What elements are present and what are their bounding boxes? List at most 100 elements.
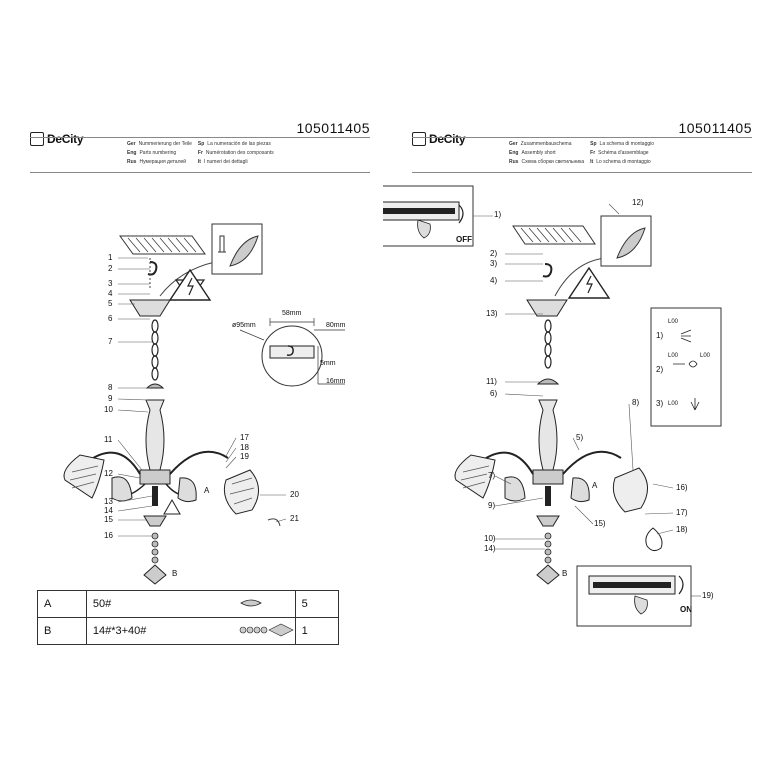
glass-shade <box>223 469 259 515</box>
callout-15: 15) <box>594 519 606 528</box>
callout-8: 8) <box>632 398 640 407</box>
mounting-hook-icon <box>286 345 294 356</box>
wire-label: L00 <box>668 319 679 325</box>
header-bottom-rule <box>30 172 370 173</box>
lamp-arm-left <box>482 451 534 475</box>
chain <box>544 319 552 369</box>
callout-12: 12 <box>104 469 113 478</box>
logo-mark-icon <box>412 132 426 146</box>
callout-2: 2 <box>108 264 113 273</box>
ceiling-hatch-icon <box>512 225 596 245</box>
callout-16: 16 <box>104 531 113 540</box>
callout-11: 11 <box>104 435 113 444</box>
callout-3: 3) <box>490 259 498 268</box>
crystal-chain-icon <box>232 617 296 645</box>
brand-name: DeCity <box>47 132 84 146</box>
dim-width-80: 80mm <box>326 322 346 329</box>
lamp-arm-left <box>89 451 141 475</box>
ceiling-hatch-icon <box>119 235 206 255</box>
callout-7: 7) <box>488 471 496 480</box>
off-label: OFF <box>456 235 472 244</box>
canopy <box>129 299 171 317</box>
glass-shade <box>63 454 105 499</box>
callout-5: 5 <box>108 299 113 308</box>
document-number: 105011405 <box>678 120 752 136</box>
hand-icon <box>634 595 648 615</box>
glass-shade <box>612 467 648 513</box>
part-code: B <box>37 617 87 645</box>
callout-9: 9 <box>108 394 113 403</box>
callout-16: 16) <box>676 483 688 492</box>
callout-14: 14) <box>484 544 496 553</box>
callout-17: 17) <box>676 508 688 517</box>
callout-13: 13) <box>486 309 498 318</box>
glass-shade <box>111 476 133 502</box>
glass-shade <box>177 477 197 503</box>
part-code: A <box>37 590 87 618</box>
header-bottom-rule <box>412 172 752 173</box>
callout-8: 8 <box>108 383 113 392</box>
header-rule <box>412 137 752 138</box>
leaf-connector-icon <box>616 227 646 259</box>
screwdriver-icon <box>218 235 226 253</box>
chain <box>151 319 159 381</box>
callout-19: 19 <box>240 452 249 461</box>
brand-logo: DeCity <box>412 132 466 146</box>
leaf-connector-icon <box>229 235 259 267</box>
glass-shade <box>454 454 496 499</box>
callout-7: 7 <box>108 337 113 346</box>
callout-18: 18) <box>676 525 688 534</box>
label-a: A <box>204 486 210 495</box>
wire-step-1: 1) <box>656 331 664 340</box>
decorative-cap <box>145 383 165 389</box>
table-row: A 50# 5 <box>37 590 340 618</box>
callout-20: 20 <box>290 490 299 499</box>
callout-1: 1 <box>108 253 113 262</box>
wire-label: L00 <box>668 353 679 359</box>
wire-step-3: 3) <box>656 399 664 408</box>
callout-15: 15 <box>104 515 113 524</box>
decorative-ring <box>267 518 281 527</box>
arm-hub <box>532 469 564 485</box>
callout-18: 18 <box>240 443 249 452</box>
callout-3: 3 <box>108 279 113 288</box>
callout-12: 12) <box>632 198 644 207</box>
canopy <box>526 299 568 317</box>
crystal-drop-icon <box>232 590 296 618</box>
parts-diagram <box>63 223 345 585</box>
brand-name: DeCity <box>429 132 466 146</box>
logo-mark-icon <box>30 132 44 146</box>
leader-lines <box>473 203 701 597</box>
callout-10: 10) <box>484 534 496 543</box>
lamp-arm-right <box>562 450 622 475</box>
decorative-cap <box>536 378 560 385</box>
brand-logo: DeCity <box>30 132 84 146</box>
ceiling-hook-icon <box>542 263 553 278</box>
safety-wire-icon <box>554 257 606 297</box>
arm-hub <box>139 469 171 485</box>
glass-shade <box>504 476 526 502</box>
bottom-cap <box>536 515 560 527</box>
callout-4: 4 <box>108 289 113 298</box>
on-label: ON <box>680 605 692 614</box>
dim-width-58: 58mm <box>282 310 302 317</box>
callout-21: 21 <box>290 514 299 523</box>
central-column <box>538 399 558 471</box>
hand-icon <box>417 219 431 239</box>
lamp-arm-right <box>169 450 229 475</box>
dim-height-5: 5mm <box>320 360 336 367</box>
step-1-callout: 1) <box>494 210 502 219</box>
callout-6: 6 <box>108 314 113 323</box>
crystal-drop-chain <box>544 532 552 564</box>
ceiling-hook-icon <box>147 261 158 276</box>
glass-shade <box>570 477 590 503</box>
light-bulb-icon <box>645 527 663 552</box>
leader-lines <box>117 257 287 537</box>
callout-4: 4) <box>490 276 498 285</box>
